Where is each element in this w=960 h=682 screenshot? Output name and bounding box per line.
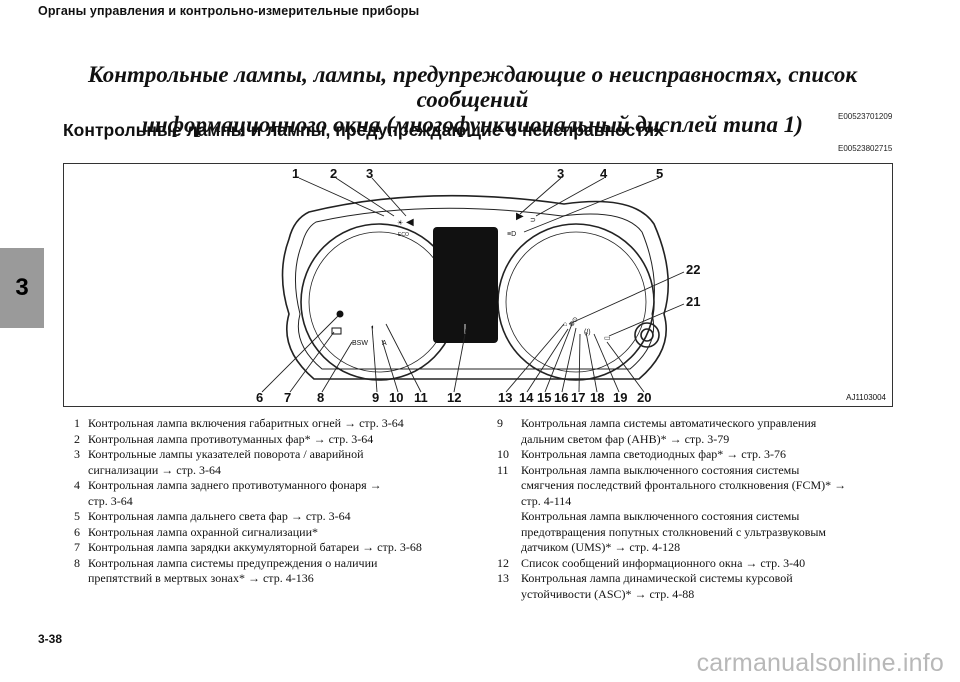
- legend-item-text: Контрольная лампа выключенного состояния…: [521, 462, 847, 555]
- legend-item-text: Контрольные лампы указателей поворота / …: [88, 447, 364, 477]
- legend-item: 12 Список сообщений информационного окна …: [497, 556, 892, 572]
- legend-item: 9 Контрольная лампа системы автоматическо…: [497, 416, 892, 447]
- security-indicator-dot: [336, 310, 344, 318]
- callout-3-right: 3: [557, 166, 565, 181]
- callout-12: 12: [447, 390, 462, 405]
- chapter-tab: 3: [0, 248, 44, 328]
- page-number: 3-38: [38, 632, 63, 646]
- legend-item-number: 7: [74, 540, 80, 554]
- legend-item-text: Контрольная лампа системы автоматическог…: [521, 416, 817, 446]
- callout-9: 9: [372, 390, 380, 405]
- legend-item: 5 Контрольная лампа дальнего света фар → …: [74, 509, 494, 525]
- callout-13: 13: [498, 390, 513, 405]
- callout-10: 10: [389, 390, 404, 405]
- legend-item-text: Контрольная лампа зарядки аккумуляторной…: [88, 540, 422, 554]
- callout-19: 19: [613, 390, 628, 405]
- legend-item-text: Список сообщений информационного окна → …: [521, 555, 806, 570]
- callout-7: 7: [284, 390, 292, 405]
- legend-item-number: 6: [74, 524, 80, 539]
- legend-item: 6 Контрольная лампа охранной сигнализации…: [74, 525, 494, 541]
- legend-item-text: Контрольная лампа системы предупреждения…: [88, 555, 378, 586]
- legend-item-text: Контрольная лампа охранной сигнализации*: [88, 524, 319, 539]
- legend-item: 1 Контрольная лампа включения габаритных …: [74, 416, 494, 432]
- information-display: [433, 227, 498, 343]
- legend-item-number: 8: [74, 555, 80, 570]
- callout-15: 15: [537, 390, 552, 405]
- legend-item-text: Контрольная лампа динамической системы к…: [521, 571, 793, 601]
- legend-item-number: 4: [74, 478, 80, 492]
- legend-item: 10 Контрольная лампа светодиодных фар* → …: [497, 447, 892, 463]
- legend-item: 13 Контрольная лампа динамической системы…: [497, 571, 892, 602]
- turn-right-icon: ▶: [516, 211, 524, 222]
- main-title: Контрольные лампы, лампы, предупреждающи…: [50, 62, 895, 137]
- legend-item-number: 11: [497, 462, 509, 477]
- legend-item-text: Контрольная лампа заднего противотуманно…: [88, 478, 382, 508]
- position-lamp-icon: ☀: [397, 219, 403, 227]
- legend-item-text: Контрольная лампа светодиодных фар* → ст…: [521, 447, 787, 461]
- callout-21: 21: [686, 294, 701, 309]
- legend-item-text: Контрольная лампа дальнего света фар → с…: [88, 509, 351, 523]
- legend-item-number: 5: [74, 509, 80, 523]
- callout-14: 14: [519, 390, 534, 405]
- main-title-line-2: информационного окна (многофункциональны…: [142, 112, 803, 137]
- legend-item-number: 13: [497, 571, 509, 585]
- callout-3-left: 3: [366, 166, 374, 181]
- section-title: Контрольные лампы и лампы, предупреждающ…: [63, 120, 664, 140]
- callout-17: 17: [571, 390, 586, 405]
- trip-reset-knob: [634, 322, 660, 348]
- callout-5: 5: [656, 166, 664, 181]
- cluster-housing-outline: [281, 194, 669, 380]
- blind-spot-icon: BSW: [352, 340, 368, 347]
- callout-1: 1: [292, 166, 300, 181]
- legend-item-number: 1: [74, 416, 80, 430]
- legend-item-text: Контрольная лампа противотуманных фар* →…: [88, 431, 374, 446]
- legend-item-number: 3: [74, 447, 80, 461]
- svg-text:ECO: ECO: [398, 232, 409, 238]
- legend-item: 8 Контрольная лампа системы предупреждени…: [74, 556, 494, 587]
- running-header: Органы управления и контрольно-измерител…: [38, 4, 420, 18]
- legend-item: 11 Контрольная лампа выключенного состоян…: [497, 463, 892, 556]
- turn-left-icon: ◀: [406, 217, 414, 228]
- oil-pressure-icon: ⌂: [563, 321, 567, 328]
- callout-8: 8: [317, 390, 325, 405]
- led-headlamp-icon: ◐: [371, 324, 375, 331]
- engine-icon: ▭: [604, 335, 611, 342]
- legend-right: 9 Контрольная лампа системы автоматическо…: [497, 416, 892, 602]
- chapter-number: 3: [15, 274, 29, 301]
- watermark: carmanualsonline.info: [696, 649, 944, 677]
- callout-4: 4: [600, 166, 608, 181]
- section-code: E00523802715: [838, 144, 893, 153]
- legend-left: 1 Контрольная лампа включения габаритных …: [74, 416, 494, 587]
- legend-item: 3 Контрольные лампы указателей поворота /…: [74, 447, 494, 478]
- legend-item-text: Контрольная лампа включения габаритных о…: [88, 416, 404, 430]
- instrument-cluster-figure: BSW ◐ A ☀ ◀ ECO ▶ ⊃ ≡D ⌂ ⊙ (!) ▭ ⊛: [63, 163, 893, 407]
- callout-20: 20: [637, 390, 652, 405]
- callout-6: 6: [256, 390, 264, 405]
- legend-item-number: 10: [497, 447, 509, 461]
- legend-item: 2 Контрольная лампа противотуманных фар* …: [74, 432, 494, 448]
- main-title-code: E00523701209: [838, 112, 893, 121]
- tpms-icon: (!): [584, 329, 591, 336]
- tachometer-dial: [497, 223, 655, 381]
- callout-2: 2: [330, 166, 338, 181]
- legend-item-number: 12: [497, 555, 509, 570]
- figure-code: AJ1103004: [846, 393, 886, 402]
- battery-icon: [331, 327, 342, 335]
- legend-item: 4 Контрольная лампа заднего противотуманн…: [74, 478, 494, 509]
- callout-11: 11: [414, 390, 428, 405]
- auto-high-beam-icon: A: [382, 340, 387, 347]
- main-title-line-1: Контрольные лампы, лампы, предупреждающи…: [88, 62, 857, 112]
- abs-icon: ⊙: [572, 317, 578, 324]
- callout-18: 18: [590, 390, 605, 405]
- instrument-cluster-drawing: BSW ◐ A ☀ ◀ ECO ▶ ⊃ ≡D ⌂ ⊙ (!) ▭ ⊛: [261, 177, 685, 393]
- callout-22: 22: [686, 262, 701, 277]
- legend-item-number: 2: [74, 431, 80, 446]
- legend-item: 7 Контрольная лампа зарядки аккумуляторно…: [74, 540, 494, 556]
- high-beam-icon: ≡D: [507, 231, 516, 238]
- legend-item-number: 9: [497, 416, 503, 430]
- callout-16: 16: [554, 390, 569, 405]
- front-fog-icon: ⊃: [530, 217, 536, 224]
